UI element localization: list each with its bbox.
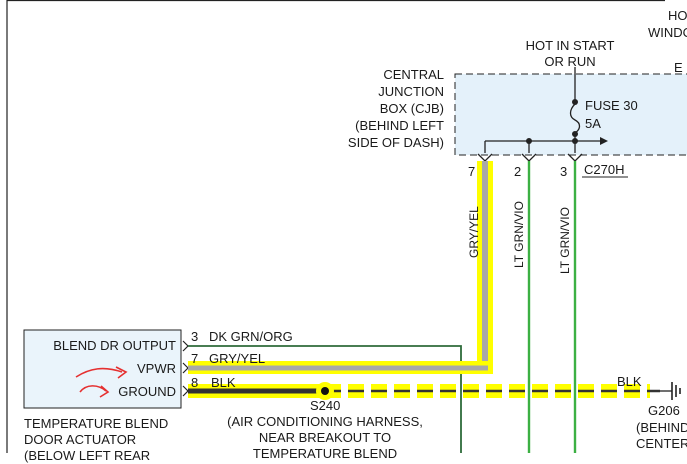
top-right-window-label: WINDO xyxy=(648,25,687,40)
ground-location-line2: CENTER xyxy=(636,436,687,451)
splice-note-line1: (AIR CONDITIONING HARNESS, xyxy=(227,414,423,429)
splice-note-line2: NEAR BREAKOUT TO xyxy=(258,430,392,445)
cjb-label-line5: SIDE OF DASH) xyxy=(347,135,444,150)
lt-grn-vio-label-2: LT GRN/VIO xyxy=(558,207,572,274)
cjb-label-line1: CENTRAL xyxy=(383,67,444,82)
gry-yel-vertical-label: GRY/YEL xyxy=(467,206,481,258)
splice-s240-label: S240 xyxy=(310,398,341,413)
red-marker-head-2 xyxy=(99,385,110,398)
splice-s240-node xyxy=(321,387,329,395)
actuator-pin-label-ground: GROUND xyxy=(118,384,176,399)
red-marker-arrow-1 xyxy=(75,367,123,378)
fuse-symbol xyxy=(569,103,581,134)
wiring-diagram: HOT IN START OR RUN HO WINDO E CENTRAL J… xyxy=(6,0,687,463)
hot-in-start-label-line2: OR RUN xyxy=(544,54,596,69)
fuse-rating: 5A xyxy=(585,116,601,131)
actuator-pin-label-vpwr: VPWR xyxy=(137,361,176,376)
actuator-pin-chevron-3 xyxy=(182,340,189,352)
actuator-pin-number-8: 8 xyxy=(191,375,199,390)
connector-c270h: C270H xyxy=(584,162,625,177)
actuator-pin-chevron-7 xyxy=(182,362,189,374)
cjb-label-line2: JUNCTION xyxy=(378,84,444,99)
actuator-pin-number-7: 7 xyxy=(191,351,199,366)
dk-grn-org-wire xyxy=(188,345,462,453)
cjb-pin-2: 2 xyxy=(514,164,522,179)
cjb-label-line3: BOX (CJB) xyxy=(379,101,444,116)
ground-wire-blk-label: BLK xyxy=(617,374,642,389)
cjb-pin-3: 3 xyxy=(560,164,568,179)
actuator-caption-line1: TEMPERATURE BLEND xyxy=(24,416,169,431)
actuator-pin-label-blend-dr-output: BLEND DR OUTPUT xyxy=(53,338,176,353)
actuator-caption-line3: (BELOW LEFT REAR xyxy=(24,448,151,463)
cjb-label-line4: (BEHIND LEFT xyxy=(355,118,444,133)
fuse-top-node xyxy=(572,99,578,105)
ground-g206-label: G206 xyxy=(648,403,680,418)
actuator-pin-number-3: 3 xyxy=(191,329,199,344)
wire-label-gry-yel: GRY/YEL xyxy=(209,351,266,366)
diagram-graphics xyxy=(6,0,687,453)
top-right-e-label: E xyxy=(674,60,683,75)
ground-location-line1: (BEHIND xyxy=(636,420,687,435)
actuator-pin-chevron-8 xyxy=(182,385,189,397)
lt-grn-vio-label-1: LT GRN/VIO xyxy=(512,201,526,268)
wire-label-blk: BLK xyxy=(211,375,236,390)
wire-label-dk-grn-org: DK GRN/ORG xyxy=(209,329,293,344)
actuator-caption-line2: DOOR ACTUATOR xyxy=(24,432,137,447)
top-right-hot-label: HO xyxy=(668,8,687,23)
bus-arrow xyxy=(600,137,608,145)
cjb-pin-7: 7 xyxy=(468,164,476,179)
splice-note-line3: TEMPERATURE BLEND xyxy=(252,446,398,461)
hot-in-start-label-line1: HOT IN START xyxy=(525,38,615,53)
fuse-name: FUSE 30 xyxy=(585,98,638,113)
red-marker-head-1 xyxy=(115,366,128,379)
